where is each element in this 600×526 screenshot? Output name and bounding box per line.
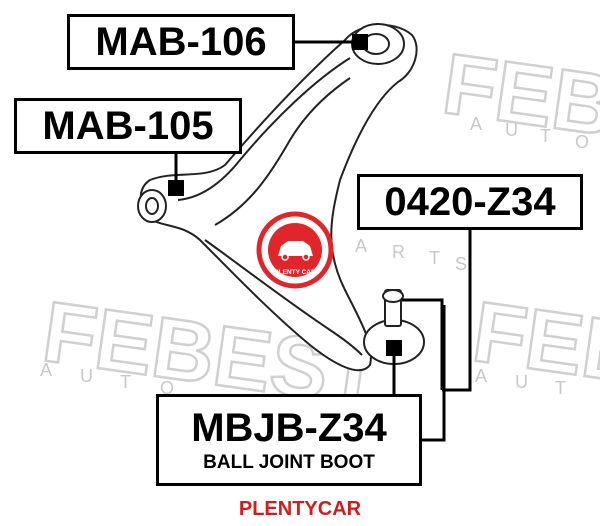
leader-0420 [442,230,472,392]
svg-text:T: T [429,248,440,268]
svg-text:T: T [540,126,551,146]
svg-text:T: T [555,378,566,398]
plentycar-stamp: PLENTY CAR [256,211,334,289]
leader-markers [168,34,402,356]
svg-text:S: S [455,254,467,274]
svg-text:A: A [470,114,482,134]
ball-joint-nut [382,289,404,303]
svg-text:A: A [355,236,367,256]
stamp-wheel-left [281,253,289,261]
part-number-0420-z34: 0420-Z34 [384,179,556,224]
part-label-mab105: MAB-105 [14,98,242,154]
stamp-car-icon [278,241,313,256]
stamp-wheel-right [302,253,310,261]
stamp-outer-ring [256,211,334,289]
control-arm-rib-outer [177,57,351,201]
part-label-mab106: MAB-106 [67,14,295,70]
svg-text:R: R [392,242,405,262]
watermark-parts-letters: P A R T S [318,230,467,274]
svg-text:U: U [505,120,518,140]
marker-mab105 [168,180,184,196]
leader-0420-to-stud [402,298,444,390]
control-arm-rib-inner [214,77,351,226]
part-number-mab105: MAB-105 [42,103,214,148]
svg-text:O: O [160,378,174,398]
front-bushing-core [145,197,159,215]
part-number-mbjb-z34: MBJB-Z34 [191,406,387,450]
svg-text:T: T [120,372,131,392]
leader-mbjb [422,305,446,442]
watermark-logo-top: FEBEST [436,34,600,179]
part-label-mbjb-z34: MBJB-Z34 BALL JOINT BOOT [156,394,422,486]
part-description-mbjb: BALL JOINT BOOT [203,452,375,473]
stamp-text: PLENTY CAR [274,269,316,276]
control-arm-drawing [137,23,425,372]
svg-text:U: U [80,366,93,386]
watermark-auto-letters: A U T O A U T O A U T [40,114,589,398]
watermark-logo-right: FEBEST [466,282,600,427]
svg-text:A: A [40,360,52,380]
brand-footer: PLENTYCAR [238,498,362,520]
control-arm-body [139,24,418,372]
control-arm-lower-rib [204,239,363,356]
part-label-0420-z34: 0420-Z34 [357,174,583,230]
svg-text:FEBEST: FEBEST [467,284,600,426]
marker-mbjb [386,340,402,356]
leader-lines [174,40,472,442]
part-number-mab106: MAB-106 [95,19,267,64]
svg-text:U: U [515,372,528,392]
marker-mab106 [352,34,368,50]
svg-text:FEBEST: FEBEST [437,36,600,178]
svg-text:A: A [475,366,487,386]
svg-text:O: O [575,132,589,152]
